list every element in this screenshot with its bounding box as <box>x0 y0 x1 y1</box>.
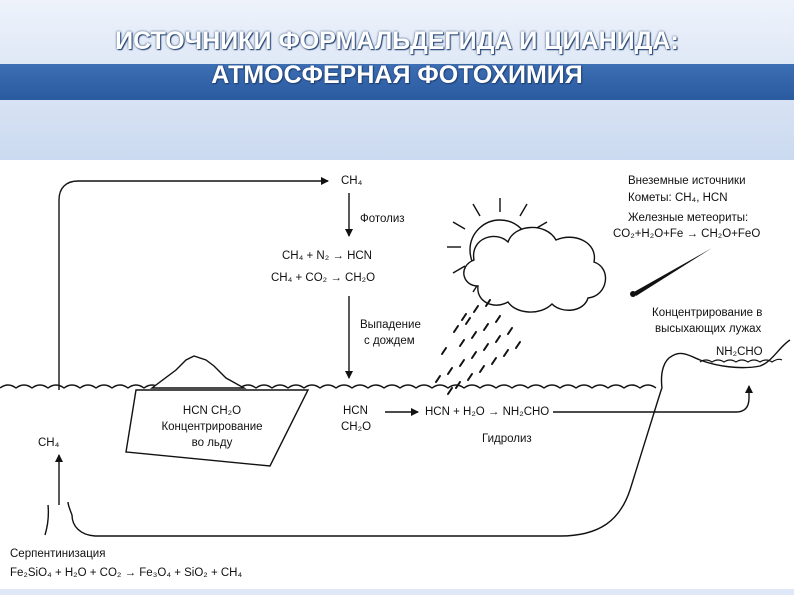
ch4-loop-arrow <box>58 177 329 390</box>
bottom-strip <box>0 589 794 595</box>
extraterrestrial-title: Внеземные источники <box>628 175 746 187</box>
hydrolysis-label: Гидролиз <box>482 433 532 445</box>
rain-drop <box>453 325 459 333</box>
serpentinization-reaction-label: Fe₂SiO₄ + H₂O + CO₂ → Fe₃O₄ + SiO₂ + CH₄ <box>10 567 243 579</box>
rain-drop <box>485 299 491 307</box>
ocean-floor <box>71 387 663 537</box>
comets-label: Кометы: CH₄, HCN <box>628 192 728 204</box>
comet-icon <box>630 248 712 297</box>
rain-drop <box>447 367 453 375</box>
vent-right <box>67 501 73 516</box>
rain-drop <box>473 305 479 313</box>
ch4-left-label: CH₄ <box>38 437 60 449</box>
title-line-1: ИСТОЧНИКИ ФОРМАЛЬДЕГИДА И ЦИАНИДА: <box>115 27 679 55</box>
meteorites-label: Железные метеориты: <box>628 212 749 224</box>
ch2o-water-label: CH₂O <box>341 421 372 433</box>
reaction-ch2o-label: CH₄ + CO₂ → CH₂O <box>271 272 376 284</box>
rain-drop <box>515 341 521 349</box>
ice-concentration-label: Концентрирование <box>161 421 263 433</box>
pool-water <box>699 358 783 363</box>
pools-label-2: высыхающих лужах <box>655 323 762 335</box>
page-title: ИСТОЧНИКИ ФОРМАЛЬДЕГИДА И ЦИАНИДА: АТМОС… <box>0 24 794 92</box>
to-pool-arrow <box>553 385 753 413</box>
iceberg-icon <box>125 355 310 467</box>
rain-drop <box>491 357 497 365</box>
pools-label-1: Концентрирование в <box>652 307 763 319</box>
land-outline <box>660 339 791 389</box>
rain-drop <box>467 373 473 381</box>
rain-drop <box>459 359 465 367</box>
rain-drop <box>495 315 501 323</box>
rain-drop <box>483 323 489 331</box>
nh2cho-pool-label: NH₂CHO <box>716 346 763 358</box>
photolysis-label: Фотолиз <box>360 213 405 225</box>
rain-drops <box>435 299 521 395</box>
rain-drop <box>441 347 447 355</box>
title-line-2: АТМОСФЕРНАЯ ФОТОХИМИЯ <box>211 61 583 89</box>
rain-drop <box>461 313 467 321</box>
rain-drop <box>507 327 513 335</box>
hydrolysis-reaction-label: HCN + H₂O → NH₂CHO <box>425 406 550 418</box>
vent-left <box>44 504 50 536</box>
ice-location-label: во льду <box>191 437 233 449</box>
hcn-water-label: HCN <box>343 405 368 417</box>
rain-drop <box>447 387 453 395</box>
water-surface <box>0 384 657 389</box>
ice-species-label: HCN CH₂O <box>182 405 242 417</box>
rain-drop <box>435 375 441 383</box>
rain-drop <box>495 335 501 343</box>
rain-drop <box>465 317 471 325</box>
rain-label-1: Выпадение <box>360 319 421 331</box>
rain-drop <box>471 351 477 359</box>
serpentinization-label: Серпентинизация <box>10 548 106 560</box>
rain-label-2: с дождем <box>364 335 415 347</box>
cloud-icon <box>463 226 607 313</box>
rain-drop <box>479 365 485 373</box>
meteorite-reaction-label: CO₂+H₂O+Fe → CH₂O+FeO <box>613 228 761 240</box>
rain-drop <box>503 349 509 357</box>
ch4-top-label: CH₄ <box>341 175 363 187</box>
reaction-hcn-label: CH₄ + N₂ → HCN <box>282 250 372 262</box>
rain-drop <box>471 331 477 339</box>
rain-drop <box>459 339 465 347</box>
header-band <box>0 64 794 100</box>
rain-drop <box>483 343 489 351</box>
